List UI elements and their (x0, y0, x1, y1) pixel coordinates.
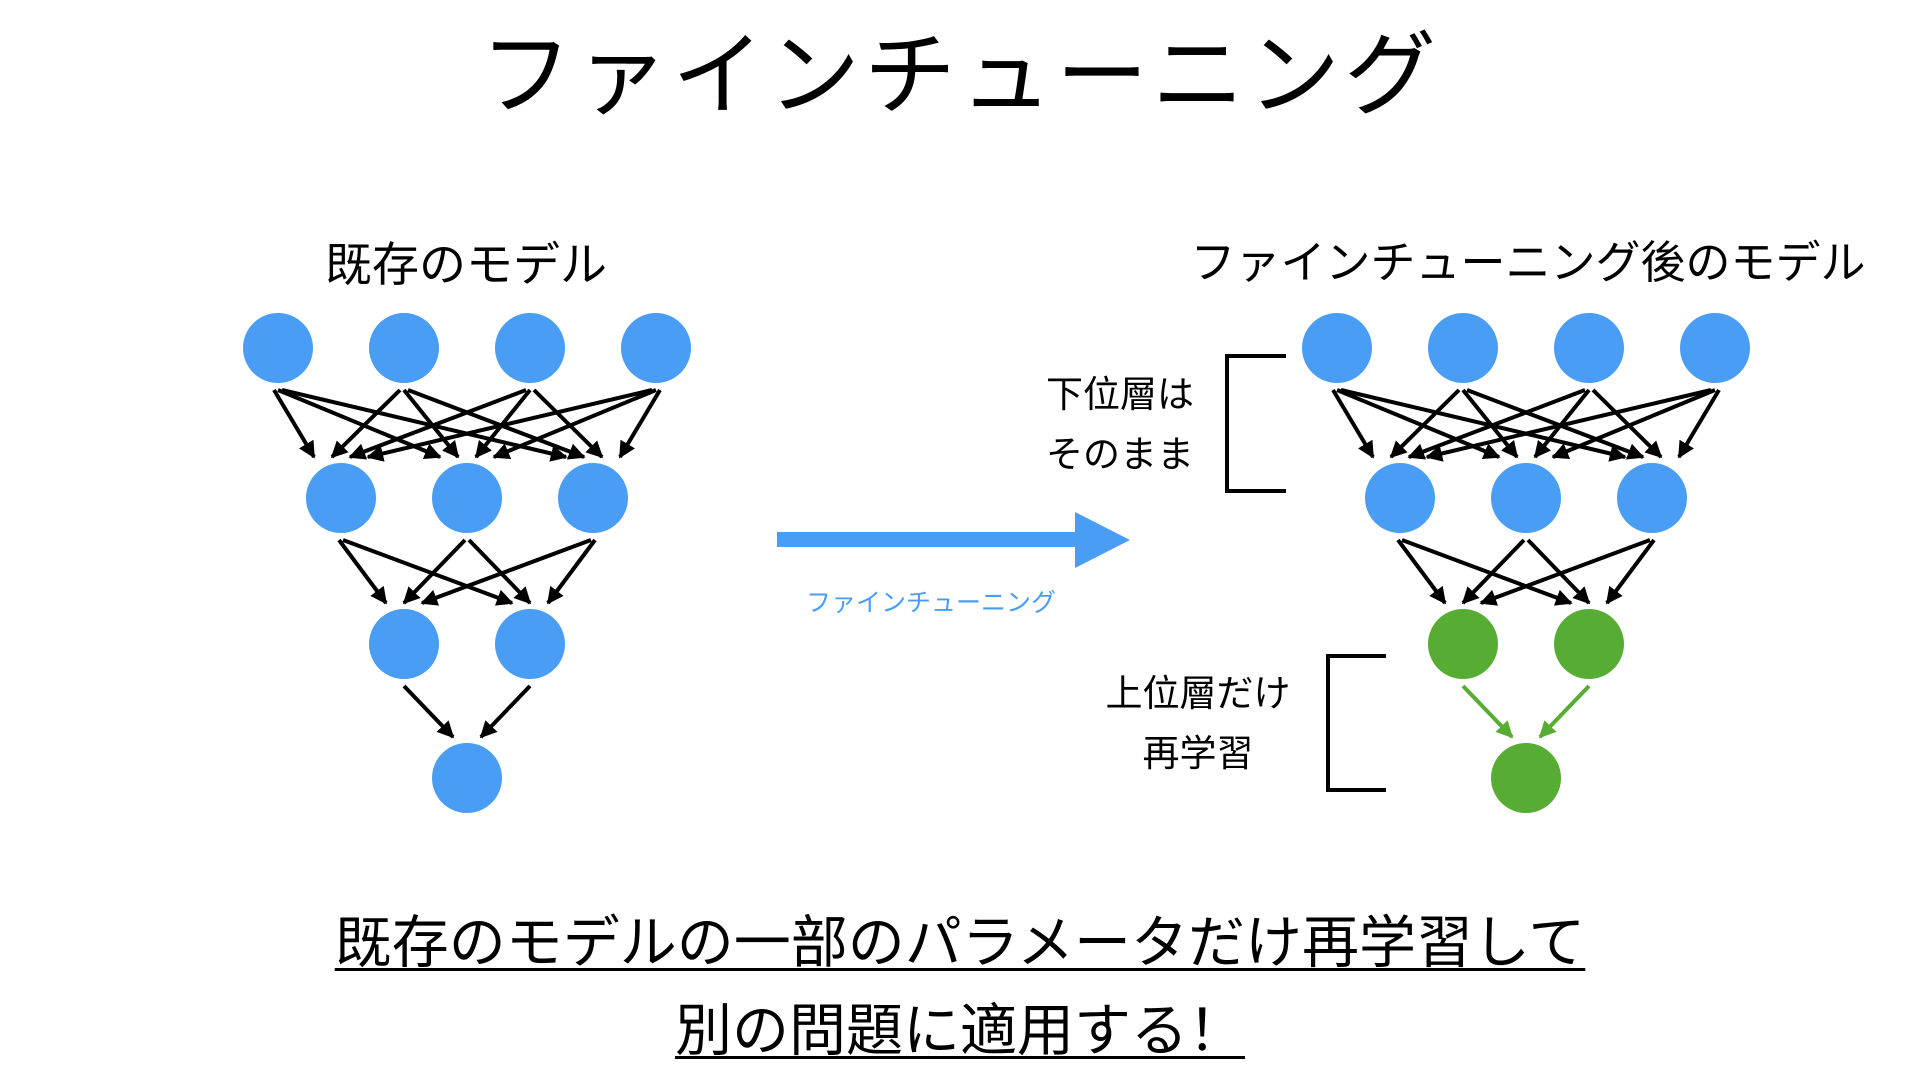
note-upper-line-1: 上位層だけ (1105, 672, 1291, 715)
right-edge-l2-n1-to-n0 (1538, 684, 1591, 739)
left-edge-l1-n1-to-n1 (467, 538, 532, 605)
right-edge-l0-n3-to-n1 (1551, 388, 1716, 459)
right-node-l1-n1 (1491, 463, 1561, 533)
transfer-arrow-label: ファインチューニング (805, 588, 1056, 617)
note-lower-line-2: そのまま (1046, 433, 1194, 476)
right-edge-l0-n0-to-n0 (1331, 388, 1375, 459)
left-edge-l1-n2-to-n1 (546, 538, 597, 605)
right-network (1302, 313, 1750, 813)
left-node-l0-n3 (621, 313, 691, 383)
left-edge-l2-n0-to-n0 (402, 684, 455, 739)
left-edge-l0-n3-to-n2 (618, 388, 662, 459)
right-edge-l0-n1-to-n0 (1389, 388, 1461, 459)
left-network (243, 313, 691, 813)
right-edge-l0-n3-to-n0 (1425, 388, 1712, 462)
right-edge-l0-n3-to-n2 (1677, 388, 1721, 459)
left-edge-l0-n1-to-n2 (407, 388, 586, 460)
left-node-l3-n0 (432, 743, 502, 813)
right-edge-l1-n2-to-n1 (1605, 538, 1656, 605)
right-node-l0-n2 (1554, 313, 1624, 383)
right-node-l2-n0 (1428, 609, 1498, 679)
left-edge-l1-n0-to-n1 (342, 538, 514, 606)
left-edge-l1-n2-to-n0 (420, 538, 592, 606)
left-node-l0-n1 (369, 313, 439, 383)
page-title: ファインチューニング (479, 22, 1440, 129)
right-edge-l1-n2-to-n0 (1479, 538, 1651, 606)
left-edge-l2-n1-to-n0 (479, 684, 532, 739)
right-edge-l1-n0-to-n0 (1396, 538, 1447, 605)
left-node-l0-n2 (495, 313, 565, 383)
right-node-l3-n0 (1491, 743, 1561, 813)
left-edge-l0-n3-to-n1 (492, 388, 657, 459)
bracket-upper-icon (1326, 654, 1386, 792)
left-edge-l0-n2-to-n2 (532, 388, 604, 459)
left-node-l2-n1 (495, 609, 565, 679)
note-lower-line-1: 下位層は (1046, 373, 1194, 416)
right-node-l0-n0 (1302, 313, 1372, 383)
bracket-lower-icon (1225, 354, 1286, 493)
left-node-l2-n0 (369, 609, 439, 679)
right-edge-l1-n1-to-n0 (1461, 538, 1526, 605)
right-node-l0-n3 (1680, 313, 1750, 383)
left-edge-l0-n0-to-n0 (272, 388, 316, 459)
bracket-lower-layers (1225, 354, 1286, 493)
right-node-l1-n2 (1617, 463, 1687, 533)
left-edge-l0-n3-to-n0 (366, 388, 653, 462)
right-edge-l1-n0-to-n1 (1401, 538, 1573, 606)
left-edge-l0-n1-to-n0 (330, 388, 402, 459)
right-edge-l2-n0-to-n0 (1461, 684, 1514, 739)
transfer-arrow-shaft (777, 532, 1077, 547)
left-node-l0-n0 (243, 313, 313, 383)
right-edge-l0-n1-to-n1 (1461, 388, 1519, 459)
right-edge-l0-n1-to-n2 (1466, 388, 1645, 460)
left-edge-l1-n0-to-n0 (337, 538, 388, 605)
right-edge-l1-n1-to-n1 (1526, 538, 1591, 605)
summary-line-2: 別の問題に適用する！ (0, 1003, 1920, 1060)
left-node-l1-n2 (558, 463, 628, 533)
right-node-l2-n1 (1554, 609, 1624, 679)
right-node-l1-n0 (1365, 463, 1435, 533)
left-node-l1-n0 (306, 463, 376, 533)
right-model-title: ファインチューニング後のモデル (1190, 236, 1866, 289)
left-edge-l0-n1-to-n1 (402, 388, 460, 459)
summary-line-1-text: 既存のモデルの一部のパラメータだけ再学習して (334, 910, 1586, 976)
right-node-l0-n1 (1428, 313, 1498, 383)
left-edge-l1-n1-to-n0 (402, 538, 467, 605)
note-lower-layers: 下位層は そのまま (1020, 365, 1220, 485)
transfer-arrow-icon (777, 512, 1130, 568)
left-model-title: 既存のモデル (325, 238, 607, 293)
bracket-upper-layers (1326, 654, 1386, 792)
summary-line-1: 既存のモデルの一部のパラメータだけ再学習して (0, 915, 1920, 972)
note-upper-layers: 上位層だけ 再学習 (1088, 664, 1308, 784)
right-edge-l0-n2-to-n2 (1591, 388, 1663, 459)
left-node-l1-n1 (432, 463, 502, 533)
note-upper-line-2: 再学習 (1142, 732, 1254, 775)
summary-line-2-text: 別の問題に適用する！ (675, 998, 1245, 1064)
transfer-arrow-head (1075, 512, 1130, 568)
